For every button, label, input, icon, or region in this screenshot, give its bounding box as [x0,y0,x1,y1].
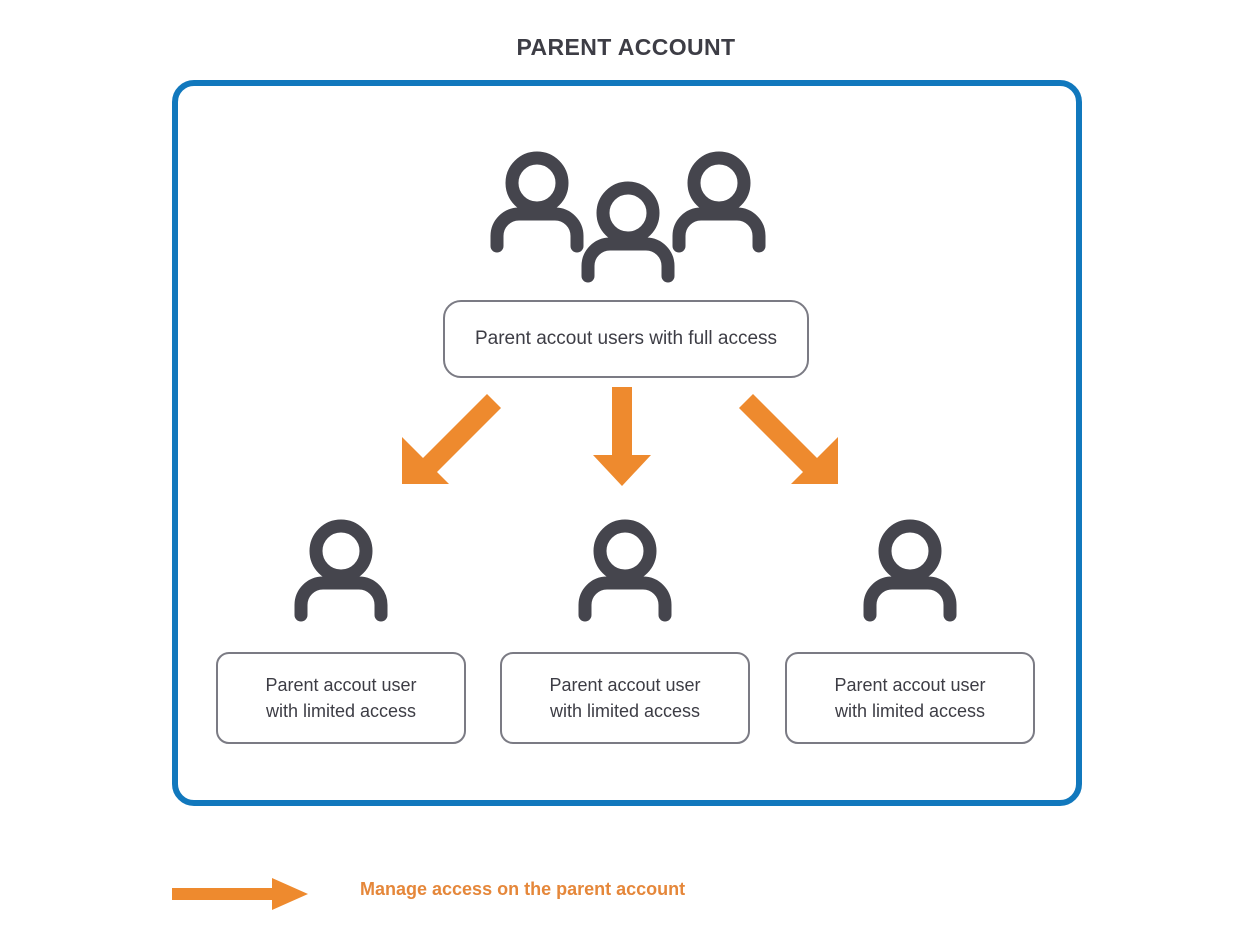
arrow-down-right-icon [739,394,838,484]
arrow-down-icon [593,387,651,486]
child-user-box: Parent accout user with limited access [500,652,750,744]
arrows-group [380,385,860,495]
child-user-label-line1: Parent accout user [549,674,701,695]
child-user-label-line1: Parent accout user [834,674,986,695]
person-icon [572,518,678,626]
parent-users-label: Parent accout users with full access [474,327,778,349]
child-user-label-line2: with limited access [265,701,417,721]
legend-label: Manage access on the parent account [360,879,686,899]
arrow-down-left-icon [402,394,501,484]
child-user-label-line2: with limited access [834,701,986,721]
child-user-label: Parent accout user with limited access [834,672,985,724]
child-user-label: Parent accout user with limited access [549,672,700,724]
child-user-box: Parent accout user with limited access [785,652,1035,744]
person-icon [857,518,963,626]
legend: Manage access on the parent account [170,868,870,920]
child-user-label-line2: with limited access [549,701,701,721]
person-icon [288,518,394,626]
arrow-right-icon [170,876,312,912]
child-user-label-line1: Parent accout user [265,674,417,695]
page-title: PARENT ACCOUNT [516,34,736,60]
three-people-icon [483,143,773,283]
parent-users-box: Parent accout users with full access [443,300,809,378]
child-user-label: Parent accout user with limited access [265,672,416,724]
child-user-box: Parent accout user with limited access [216,652,466,744]
